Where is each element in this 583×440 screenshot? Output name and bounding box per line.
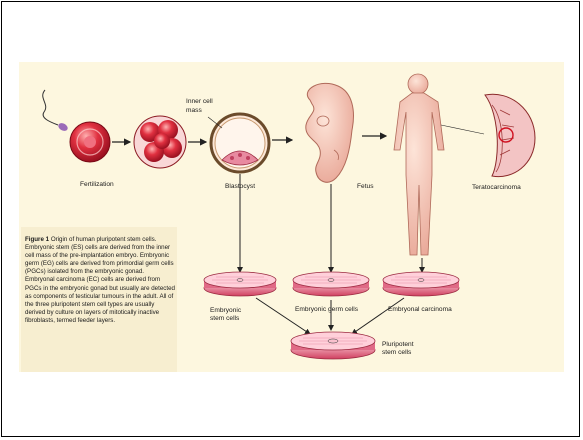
pluripotent-label-line1: Pluripotent <box>382 341 414 348</box>
inner-cell-mass-label-line1: Inner cell <box>186 98 213 105</box>
eg-culture-dish <box>293 272 369 296</box>
teratocarcinoma-label: Teratocarcinoma <box>472 184 521 191</box>
fetus-icon <box>306 83 354 182</box>
testis-pointer <box>441 125 484 134</box>
ec-culture-dish <box>383 272 459 296</box>
adult-human-icon <box>394 74 444 255</box>
pluripotent-label-line2: stem cells <box>382 349 412 356</box>
blastocyst-label: Blastocyst <box>225 183 255 190</box>
es-label-line1: Embryonic <box>210 307 242 314</box>
cleavage-embryo-icon <box>134 116 186 168</box>
teratocarcinoma-icon <box>485 94 535 176</box>
ec-label: Embryonal carcinoma <box>388 306 452 313</box>
egg-cell-icon <box>70 122 110 162</box>
sperm-icon <box>43 90 69 133</box>
fertilization-label: Fertilization <box>80 181 114 188</box>
es-culture-dish <box>204 272 276 296</box>
blastocyst-icon <box>211 114 269 172</box>
es-label-line2: stem cells <box>210 315 240 322</box>
arrow-ec-to-pluripotent <box>352 298 404 334</box>
fetus-label: Fetus <box>357 183 374 190</box>
arrow-es-to-pluripotent <box>256 298 310 334</box>
eg-label: Embryonic germ cells <box>295 306 359 313</box>
inner-cell-mass-label-line2: mass <box>186 107 202 114</box>
pluripotent-culture-dish <box>291 332 375 359</box>
